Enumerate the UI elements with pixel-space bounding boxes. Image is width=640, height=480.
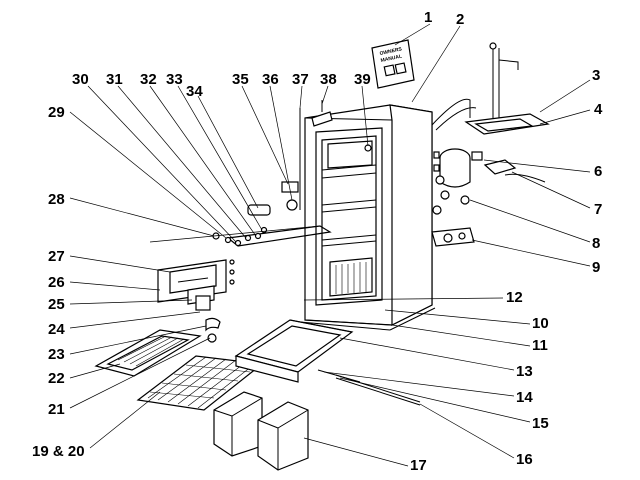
callout-37: 37 xyxy=(292,71,309,88)
callout-24: 24 xyxy=(48,321,65,338)
callout-12: 12 xyxy=(506,289,523,306)
freezer-door xyxy=(157,259,235,311)
callout-14: 14 xyxy=(516,389,533,406)
callout-28: 28 xyxy=(48,191,65,208)
callout-13: 13 xyxy=(516,363,533,380)
control-parts xyxy=(149,100,333,247)
manual-line2: MANUAL xyxy=(380,54,402,64)
callout-38: 38 xyxy=(320,71,337,88)
callout-10: 10 xyxy=(532,315,549,332)
callout-6: 6 xyxy=(594,163,602,180)
leader-lines xyxy=(69,23,591,467)
wire-shelf xyxy=(136,355,264,411)
callout-2: 2 xyxy=(456,11,464,28)
callout-9: 9 xyxy=(592,259,600,276)
callout-36: 36 xyxy=(262,71,279,88)
callout-33: 33 xyxy=(166,71,183,88)
callout-3: 3 xyxy=(592,67,600,84)
callout-1: 1 xyxy=(424,9,432,26)
callout-15: 15 xyxy=(532,415,549,432)
callout-23: 23 xyxy=(48,346,65,363)
callout-29: 29 xyxy=(48,104,65,121)
callout-16: 16 xyxy=(516,451,533,468)
callout-19-20: 19 & 20 xyxy=(32,443,85,460)
callout-25: 25 xyxy=(48,296,65,313)
crisper-drawers xyxy=(213,391,309,471)
callout-8: 8 xyxy=(592,235,600,252)
callout-21: 21 xyxy=(48,401,65,418)
callout-27: 27 xyxy=(48,248,65,265)
callout-26: 26 xyxy=(48,274,65,291)
door-shelf xyxy=(234,319,421,406)
owners-manual: OWNERS MANUAL xyxy=(371,39,415,89)
callout-22: 22 xyxy=(48,370,65,387)
compressor-assembly xyxy=(431,42,550,247)
drip-tray xyxy=(94,317,221,377)
callout-labels: 1 2 3 4 6 7 8 9 10 11 12 13 14 15 16 17 … xyxy=(32,9,603,474)
callout-4: 4 xyxy=(594,101,603,118)
callout-34: 34 xyxy=(186,83,203,100)
cabinet-body xyxy=(299,104,436,331)
manual-line1: OWNERS xyxy=(379,46,403,57)
callout-17: 17 xyxy=(410,457,427,474)
callout-30: 30 xyxy=(72,71,89,88)
callout-35: 35 xyxy=(232,71,249,88)
callout-11: 11 xyxy=(532,337,548,354)
callout-39: 39 xyxy=(354,71,371,88)
callout-7: 7 xyxy=(594,201,602,218)
callout-32: 32 xyxy=(140,71,157,88)
callout-31: 31 xyxy=(106,71,123,88)
